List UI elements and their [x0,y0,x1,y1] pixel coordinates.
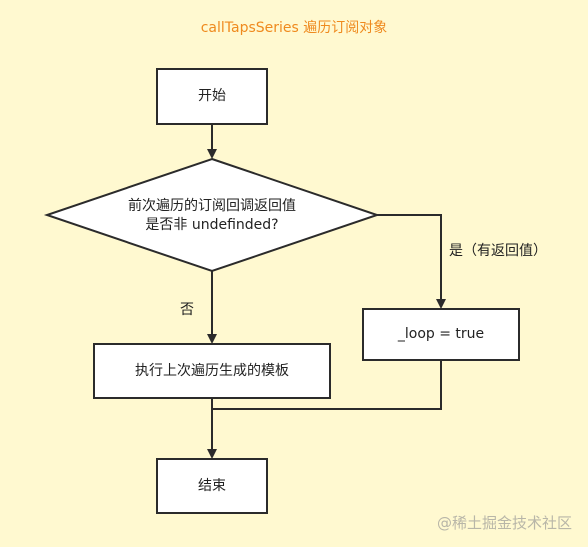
exec-label: 执行上次遍历生成的模板 [135,363,289,379]
watermark: @稀土掘金技术社区 [436,514,572,532]
end-label: 结束 [198,478,226,494]
end-node [156,458,268,514]
yes-edge-label: 是（有返回值） [449,243,547,259]
exec-node [93,343,331,399]
loop-label: _loop = true [397,326,485,342]
start-node [156,68,268,125]
start-label: 开始 [198,88,226,104]
edge-loop-merge [212,360,442,410]
decision-label: 前次遍历的订阅回调返回值 是否非 undefinded? [82,197,342,235]
decision-label-line2: 是否非 undefinded? [145,217,279,233]
no-edge-label: 否 [180,302,194,318]
diagram-title: callTapsSeries 遍历订阅对象 [200,20,388,36]
decision-label-line1: 前次遍历的订阅回调返回值 [128,198,296,214]
edge-decision-yes [377,214,446,309]
